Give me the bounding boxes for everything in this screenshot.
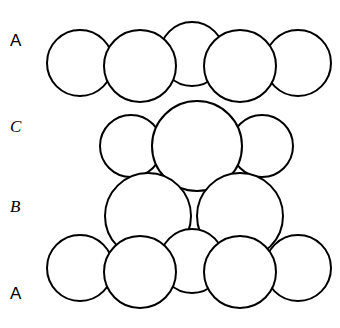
layer-label: A: [10, 285, 21, 302]
sphere: [104, 236, 176, 308]
layer-label: B: [10, 198, 20, 215]
layer-label: A: [10, 32, 21, 49]
sphere: [204, 236, 276, 308]
layer-label: C: [10, 118, 21, 135]
sphere: [47, 30, 113, 96]
sphere: [47, 235, 113, 301]
sphere: [204, 30, 276, 102]
sphere: [104, 30, 176, 102]
